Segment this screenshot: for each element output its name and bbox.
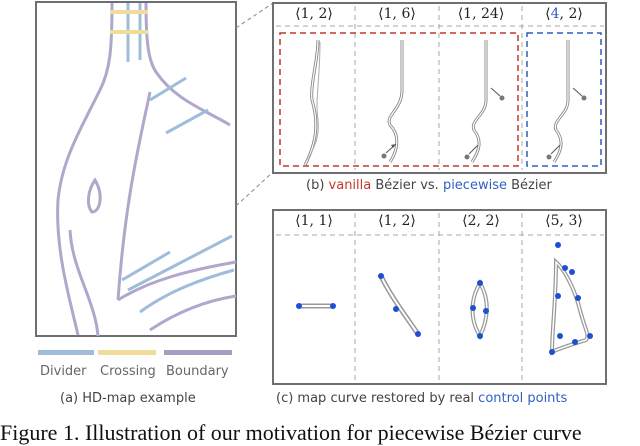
hd-map-panel (35, 1, 237, 355)
panel-c-header-2: ⟨1, 2⟩ (378, 213, 416, 229)
panel-b-header-3: ⟨1, 24⟩ (457, 6, 505, 22)
legend-crossing-swatch (98, 350, 156, 355)
panel-c-caption: (c) map curve restored by real control p… (276, 391, 568, 406)
panel-b-header-4: ⟨4, 2⟩ (545, 6, 583, 22)
panel-c-header-3: ⟨2, 2⟩ (462, 213, 500, 229)
control-points-panel (272, 209, 607, 385)
vanilla-vs-piecewise-panel (272, 2, 607, 174)
figure-caption: Figure 1. Illustration of our motivation… (0, 420, 582, 445)
panel-b-caption: (b) vanilla Bézier vs. piecewise Bézier (306, 178, 552, 193)
legend-crossing-label: Crossing (100, 364, 156, 379)
panel-c-header-4: ⟨5, 3⟩ (545, 213, 583, 229)
panel-b-header-2: ⟨1, 6⟩ (378, 6, 416, 22)
vanilla-group-box (279, 32, 519, 167)
panel-a-caption: (a) HD-map example (60, 391, 196, 406)
legend-divider-swatch (38, 350, 94, 355)
panel-b-header-1: ⟨1, 2⟩ (295, 6, 333, 22)
panel-c-header-1: ⟨1, 1⟩ (295, 213, 333, 229)
legend-boundary-label: Boundary (166, 364, 229, 379)
legend-boundary-swatch (164, 350, 232, 355)
piecewise-group-box (526, 32, 602, 167)
legend-divider-label: Divider (40, 364, 87, 379)
control-point (296, 303, 302, 309)
control-point (330, 303, 336, 309)
